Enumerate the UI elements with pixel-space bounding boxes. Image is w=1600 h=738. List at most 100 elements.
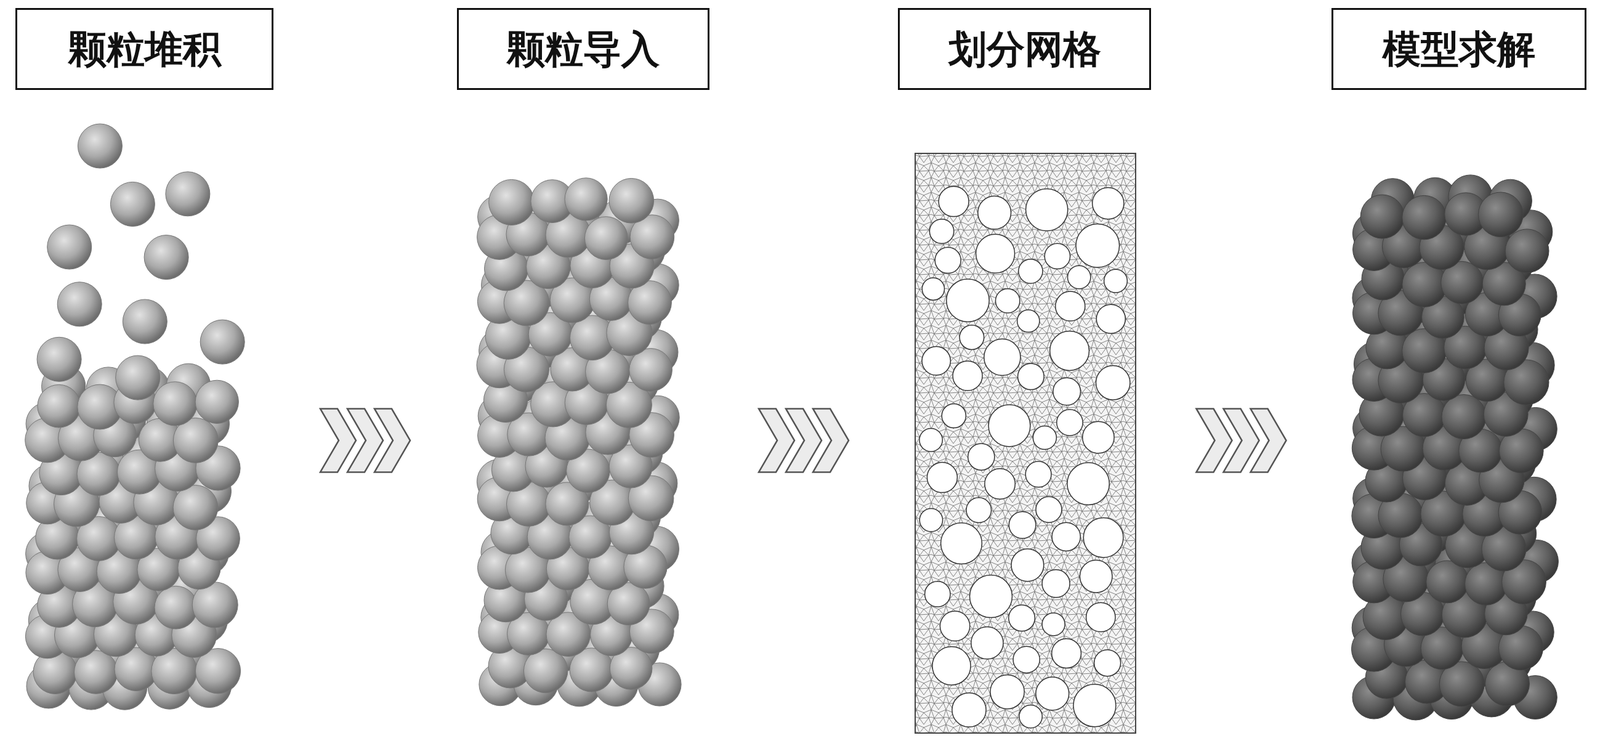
pore-circle: [969, 575, 1013, 618]
pore-circle: [1082, 421, 1115, 453]
chevron: [374, 408, 411, 473]
falling-sphere: [47, 224, 92, 270]
pore-circle: [966, 497, 992, 523]
sphere: [1505, 229, 1549, 273]
pore-circle: [1044, 243, 1070, 269]
falling-sphere: [115, 355, 161, 400]
falling-sphere: [165, 171, 211, 217]
pore-circle: [1096, 365, 1131, 400]
pore-circle: [1019, 704, 1043, 728]
pore-circle: [976, 234, 1015, 273]
mesh-section: [915, 153, 1136, 733]
pore-circle: [1011, 548, 1044, 582]
sphere: [584, 216, 628, 260]
falling-sphere: [110, 181, 155, 227]
pore-circle: [952, 692, 986, 727]
step-heading: 划分网格: [897, 8, 1152, 90]
pore-circle: [971, 626, 1004, 659]
pore-circle: [1008, 604, 1036, 632]
flow-chevrons: [320, 408, 411, 473]
pore-circle: [995, 288, 1020, 313]
pore-circle: [938, 186, 969, 217]
falling-sphere: [144, 235, 189, 280]
pore-circle: [921, 346, 951, 376]
pore-circle: [1096, 304, 1126, 334]
pore-circle: [939, 610, 970, 641]
sphere: [195, 379, 239, 424]
pore-circle: [1035, 676, 1070, 711]
sphere: [609, 178, 655, 224]
pore-circle: [1032, 426, 1057, 450]
pore-circle: [1053, 377, 1081, 406]
pore-circle: [1067, 265, 1091, 289]
sphere: [564, 177, 608, 221]
pore-circle: [925, 581, 951, 607]
pore-circle: [1018, 363, 1045, 390]
pore-circle: [1050, 331, 1090, 371]
sphere: [173, 485, 219, 531]
pore-circle: [1092, 187, 1124, 220]
chevron: [1250, 408, 1287, 473]
pore-circle: [919, 508, 943, 532]
step-column: 颗粒堆积: [15, 8, 274, 733]
pore-circle: [1086, 602, 1116, 632]
pore-circle: [1055, 291, 1086, 321]
particle-packing: [476, 177, 682, 707]
sphere: [488, 179, 535, 225]
step-column: 划分网格: [897, 8, 1152, 733]
pore-circle: [1042, 612, 1065, 636]
pore-circle: [1079, 559, 1113, 593]
falling-particles: [25, 123, 246, 710]
pore-circle: [1083, 517, 1124, 558]
pore-circle: [1035, 496, 1062, 523]
sphere: [1360, 194, 1405, 239]
pore-circle: [941, 403, 966, 428]
pore-circle: [1017, 309, 1040, 332]
pore-circle: [1013, 646, 1040, 673]
chevron: [812, 408, 849, 473]
pore-circle: [932, 646, 971, 685]
step-heading: 模型求解: [1331, 8, 1587, 90]
sphere: [1441, 394, 1487, 440]
pore-circle: [941, 522, 983, 565]
falling-sphere: [36, 336, 82, 382]
pore-circle: [921, 277, 945, 300]
step-column: 模型求解: [1331, 8, 1587, 733]
pore-circle: [926, 462, 958, 493]
pore-circle: [959, 325, 985, 350]
sphere: [1478, 192, 1524, 238]
pore-circle: [1025, 461, 1052, 488]
step-heading: 颗粒堆积: [15, 8, 274, 90]
pore-circle: [952, 360, 983, 391]
flow-chevrons: [758, 408, 849, 473]
pore-circle: [1026, 189, 1068, 231]
pore-circle: [984, 338, 1021, 376]
falling-sphere: [122, 299, 167, 344]
pore-circle: [1042, 569, 1070, 598]
sphere: [1402, 195, 1447, 239]
pore-circle: [977, 195, 1012, 230]
flow-chevrons: [1196, 408, 1287, 473]
pore-circle: [934, 247, 961, 274]
sphere: [37, 384, 81, 428]
pore-circle: [990, 674, 1025, 709]
step-column: 颗粒导入: [456, 8, 710, 733]
pore-circle: [929, 219, 954, 244]
pore-circle: [1056, 409, 1083, 436]
chevron: [1223, 408, 1260, 473]
falling-sphere: [57, 282, 102, 327]
pore-circle: [1051, 638, 1082, 669]
falling-sphere: [77, 123, 122, 169]
chevron: [1196, 408, 1233, 473]
falling-sphere: [200, 319, 245, 364]
chevron: [347, 408, 384, 473]
step-heading: 颗粒导入: [456, 8, 710, 90]
mesh-area: [915, 153, 1136, 733]
pore-circle: [1018, 259, 1043, 284]
solved-model: [1351, 174, 1559, 720]
pore-circle: [919, 428, 943, 452]
pore-circle: [946, 278, 990, 322]
pore-circle: [1051, 522, 1081, 551]
